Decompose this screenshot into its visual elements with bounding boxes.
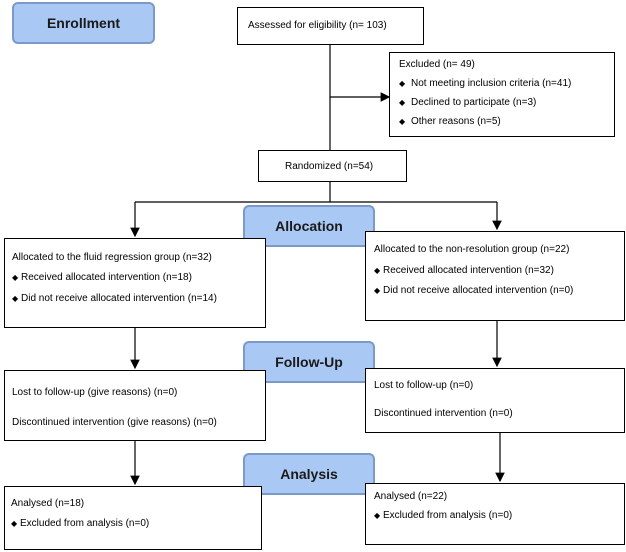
right-allocation-title: Allocated to the non-resolution group (n… [374,244,570,255]
bullet-icon: ◆ [399,117,406,126]
left-analysis-box: Analysed (n=18) ◆Excluded from analysis … [4,486,262,550]
left-analysis-excluded: ◆Excluded from analysis (n=0) [11,518,150,529]
right-analysis-excluded: ◆Excluded from analysis (n=0) [374,510,513,521]
right-allocation-item: ◆Received allocated intervention (n=32) [374,265,554,276]
left-followup-lost: Lost to follow-up (give reasons) (n=0) [12,387,178,398]
assessed-box: Assessed for eligibility (n= 103) [237,7,424,45]
randomized-label: Randomized (n=54) [285,161,374,172]
bullet-icon: ◆ [374,286,381,295]
right-allocation-box: Allocated to the non-resolution group (n… [365,231,625,321]
bullet-icon: ◆ [12,294,19,303]
right-allocation-item: ◆Did not receive allocated intervention … [374,285,574,296]
enrollment-stage: Enrollment [12,2,155,44]
left-allocation-item: ◆Received allocated intervention (n=18) [12,272,192,283]
bullet-icon: ◆ [374,266,381,275]
bullet-icon: ◆ [399,98,406,107]
excluded-item: ◆Declined to participate (n=3) [399,97,537,108]
right-analysis-analysed: Analysed (n=22) [374,491,448,502]
right-followup-lost: Lost to follow-up (n=0) [374,380,474,391]
left-allocation-item: ◆Did not receive allocated intervention … [12,293,217,304]
left-allocation-title: Allocated to the fluid regression group … [12,252,212,263]
bullet-icon: ◆ [11,519,18,528]
right-followup-discontinued: Discontinued intervention (n=0) [374,408,513,419]
excluded-box: Excluded (n= 49) ◆Not meeting inclusion … [389,52,615,137]
randomized-box: Randomized (n=54) [258,150,407,182]
right-analysis-box: Analysed (n=22) ◆Excluded from analysis … [365,483,625,545]
allocation-stage: Allocation [243,205,375,247]
analysis-stage: Analysis [243,453,375,495]
bullet-icon: ◆ [399,79,406,88]
bullet-icon: ◆ [12,273,19,282]
excluded-item: ◆Other reasons (n=5) [399,116,501,127]
left-allocation-box: Allocated to the fluid regression group … [4,238,266,328]
excluded-title: Excluded (n= 49) [399,59,475,70]
right-followup-box: Lost to follow-up (n=0) Discontinued int… [365,368,625,433]
assessed-label: Assessed for eligibility (n= 103) [248,20,387,31]
left-followup-box: Lost to follow-up (give reasons) (n=0) D… [4,370,266,441]
left-analysis-analysed: Analysed (n=18) [11,498,85,509]
left-followup-discontinued: Discontinued intervention (give reasons)… [12,417,217,428]
bullet-icon: ◆ [374,511,381,520]
excluded-item: ◆Not meeting inclusion criteria (n=41) [399,78,572,89]
